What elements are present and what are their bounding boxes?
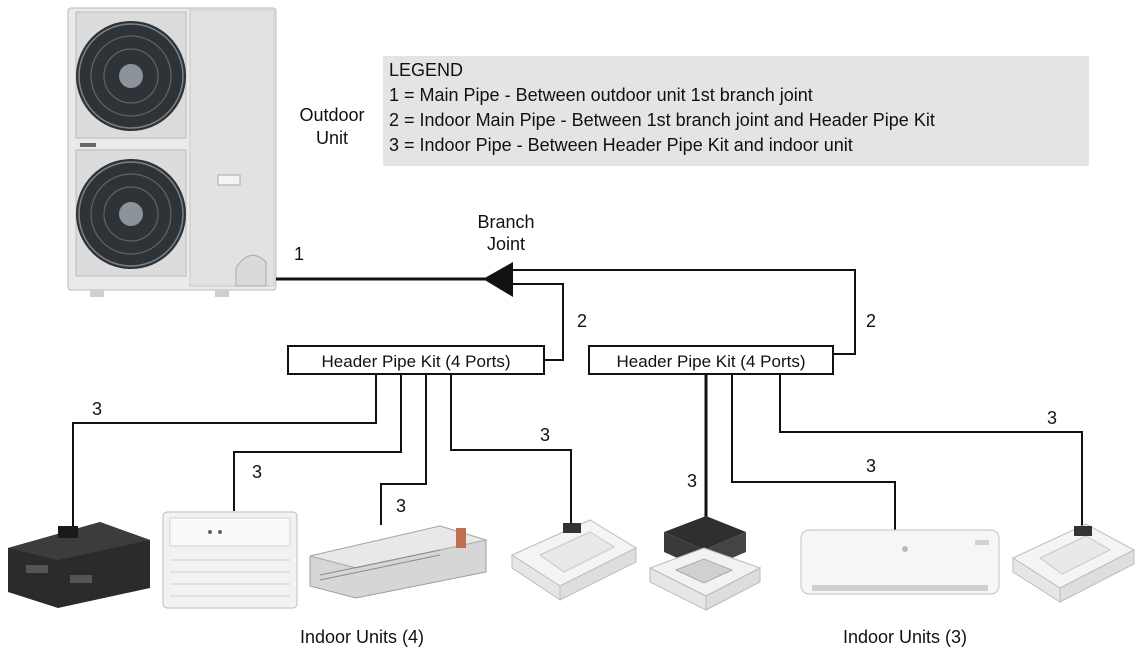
header-pipe-kit-right: Header Pipe Kit (4 Ports) (588, 345, 834, 375)
indoor-pipe-line (731, 375, 896, 530)
cassette-unit-image (1011, 523, 1136, 603)
pipe-label-3: 3 (866, 456, 877, 476)
indoor-pipe-line (72, 375, 377, 527)
branch-joint-icon (483, 262, 513, 297)
indoor-units-group-right-label: Indoor Units (3) (843, 627, 968, 647)
pipe-label-1: 1 (294, 244, 305, 264)
legend-item: 2 = Indoor Main Pipe - Between 1st branc… (389, 110, 935, 130)
legend-title: LEGEND (389, 60, 464, 80)
legend-item: 3 = Indoor Pipe - Between Header Pipe Ki… (389, 135, 853, 155)
indoor-main-pipe-line-left (504, 283, 564, 361)
pipe-label-3: 3 (396, 496, 407, 516)
indoor-pipe-line (450, 375, 572, 528)
outdoor-unit-label: Outdoor Unit (299, 105, 365, 148)
indoor-pipe-line (779, 375, 1083, 530)
branch-joint-label: Branch Joint (477, 212, 535, 254)
pipe-label-3: 3 (252, 462, 263, 482)
slim-ducted-unit-image (309, 525, 488, 599)
ducted-unit-image (8, 522, 150, 608)
indoor-pipe-line (380, 375, 427, 525)
pipe-label-3: 3 (1047, 408, 1058, 428)
indoor-units-group-left-label: Indoor Units (4) (300, 627, 425, 647)
outdoor-unit-image (67, 7, 277, 297)
pipe-label-3: 3 (540, 425, 551, 445)
wall-mounted-unit-image (800, 529, 1000, 595)
header-pipe-kit-left: Header Pipe Kit (4 Ports) (287, 345, 545, 375)
pipe-label-3: 3 (92, 399, 103, 419)
cassette-unit-image (648, 516, 762, 611)
indoor-main-pipe-line-right (510, 269, 856, 355)
legend-item: 1 = Main Pipe - Between outdoor unit 1st… (389, 85, 813, 105)
legend-box: LEGEND 1 = Main Pipe - Between outdoor u… (383, 56, 1089, 166)
pipe-label-2: 2 (866, 311, 877, 331)
pipe-label-2: 2 (577, 311, 588, 331)
cassette-unit-image (510, 519, 638, 601)
floor-ceiling-unit-image (162, 511, 298, 609)
pipe-label-3: 3 (687, 471, 698, 491)
indoor-pipe-line (233, 375, 402, 511)
